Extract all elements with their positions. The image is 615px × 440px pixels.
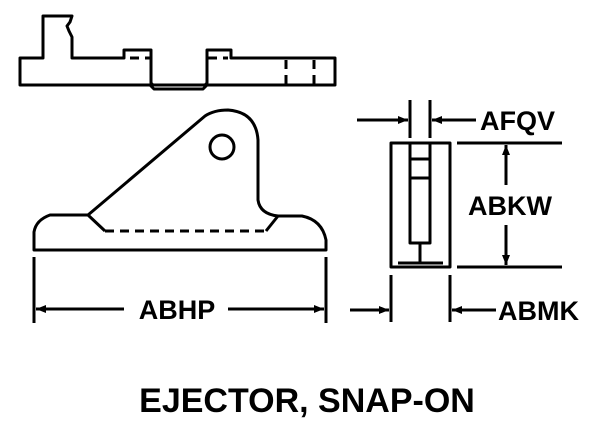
dimension-afqv: AFQV [357, 100, 555, 138]
dimension-abhp: ABHP [32, 257, 328, 325]
front-view [32, 108, 328, 252]
dimension-abmk: ABMK [350, 275, 579, 326]
top-view [18, 14, 337, 91]
side-view [389, 141, 452, 269]
drawing-title: EJECTOR, SNAP-ON [139, 382, 475, 420]
label-abkw: ABKW [468, 191, 552, 221]
dimension-abkw: ABKW [457, 141, 562, 269]
label-abhp: ABHP [139, 295, 216, 325]
label-afqv: AFQV [480, 106, 555, 136]
label-abmk: ABMK [498, 296, 579, 326]
